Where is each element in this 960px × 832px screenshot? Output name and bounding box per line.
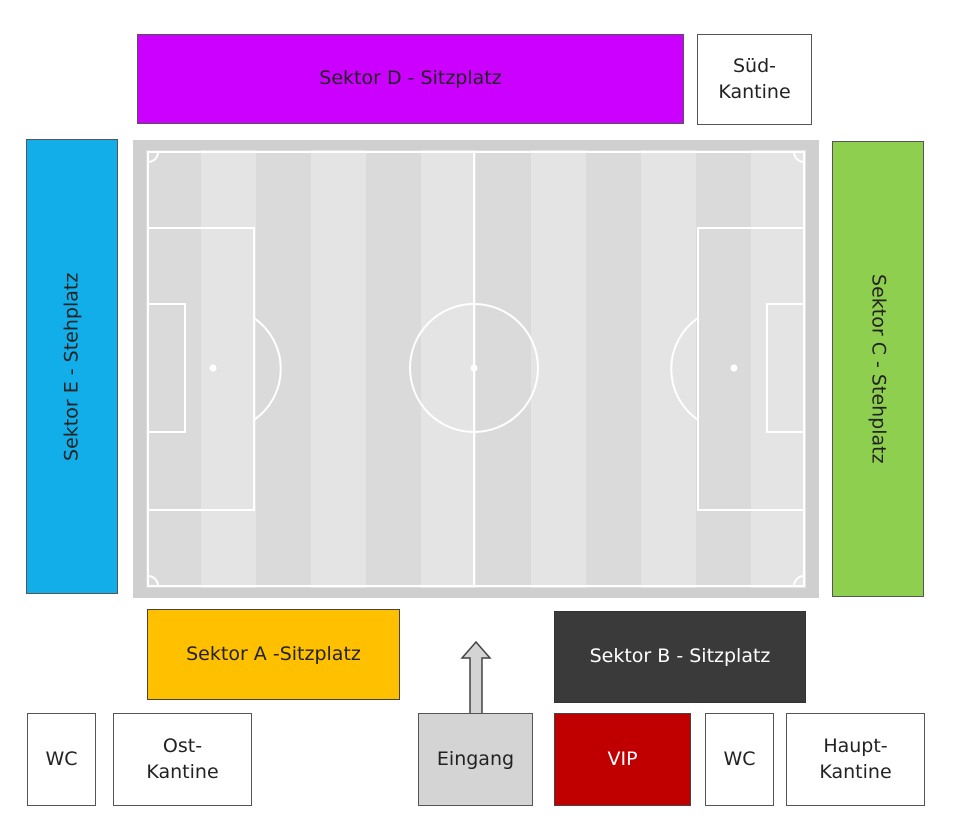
- vip-box[interactable]: VIP: [554, 713, 691, 806]
- pitch-lines: [147, 151, 805, 587]
- pitch-spots: [209, 364, 738, 372]
- eingang-box[interactable]: Eingang: [418, 713, 533, 806]
- eingang-label: Eingang: [436, 747, 515, 770]
- football-pitch-icon: [133, 140, 819, 598]
- wc-left-label: WC: [45, 747, 78, 770]
- wc-left-box[interactable]: WC: [27, 713, 96, 806]
- sector-e-block[interactable]: Sektor E - Stehplatz: [26, 139, 118, 594]
- sector-d-block[interactable]: Sektor D - Sitzplatz: [137, 34, 684, 124]
- wc-right-label: WC: [723, 747, 756, 770]
- ost-kantine-label: Ost- Kantine: [146, 734, 219, 783]
- haupt-kantine-label: Haupt- Kantine: [819, 734, 892, 783]
- sector-b-label: Sektor B - Sitzplatz: [589, 645, 771, 668]
- sued-kantine-label: Süd- Kantine: [718, 54, 791, 103]
- arrow-up-icon: [460, 640, 492, 719]
- haupt-kantine-box[interactable]: Haupt- Kantine: [786, 713, 925, 806]
- sector-c-label: Sektor C - Stehplatz: [867, 274, 890, 464]
- sector-d-label: Sektor D - Sitzplatz: [319, 67, 502, 90]
- sued-kantine-box[interactable]: Süd- Kantine: [697, 34, 812, 125]
- sector-e-label: Sektor E - Stehplatz: [60, 272, 83, 461]
- sector-a-block[interactable]: Sektor A -Sitzplatz: [147, 609, 400, 700]
- sector-b-block[interactable]: Sektor B - Sitzplatz: [554, 611, 806, 703]
- wc-right-box[interactable]: WC: [705, 713, 774, 806]
- vip-label: VIP: [607, 747, 638, 770]
- sector-a-label: Sektor A -Sitzplatz: [186, 642, 361, 665]
- sector-c-block[interactable]: Sektor C - Stehplatz: [832, 141, 924, 597]
- ost-kantine-box[interactable]: Ost- Kantine: [113, 713, 252, 806]
